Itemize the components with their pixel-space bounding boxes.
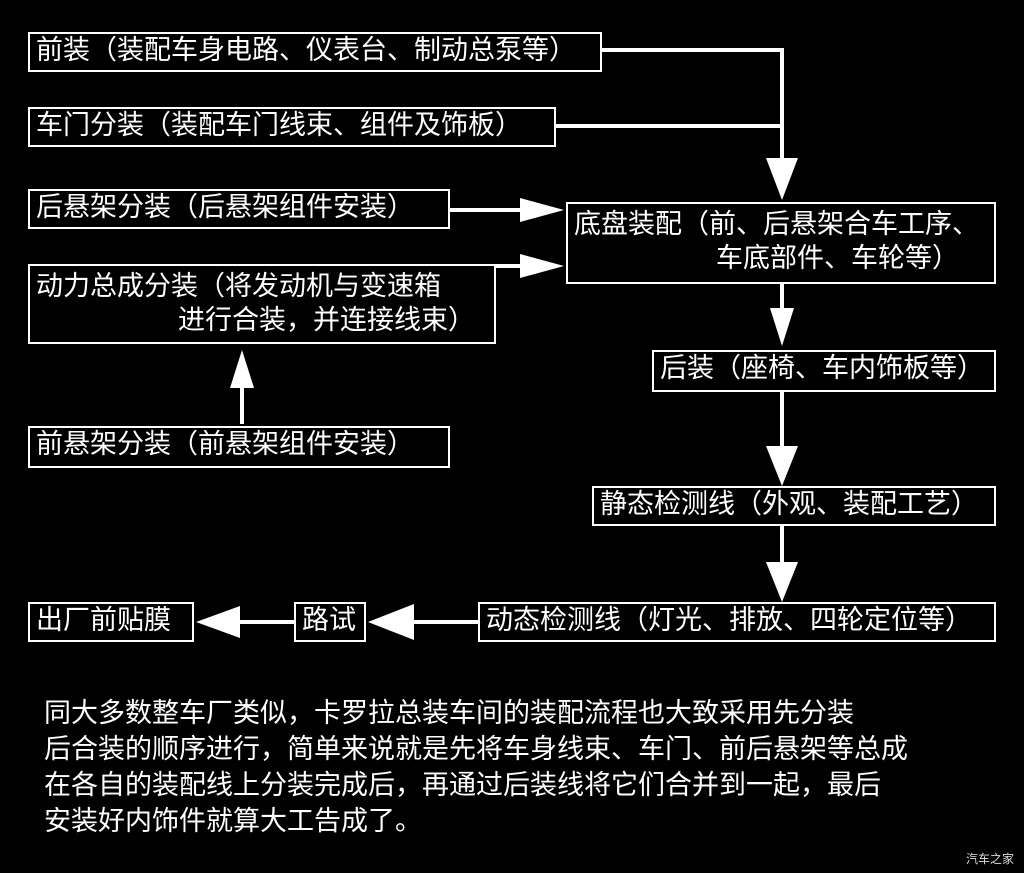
arrowhead-static	[766, 446, 798, 486]
dynamic-inspection-box: 动态检测线（灯光、排放、四轮定位等）	[478, 602, 996, 642]
road-test-box: 路试	[294, 602, 366, 642]
pre-delivery-film-label: 出厂前贴膜	[36, 605, 171, 636]
rear-suspension-subassembly-box: 后悬架分装（后悬架组件安装）	[28, 189, 450, 229]
front-assembly-box: 前装（装配车身电路、仪表台、制动总泵等）	[28, 32, 602, 72]
door-subassembly-label: 车门分装（装配车门线束、组件及饰板）	[36, 110, 522, 141]
arrow-front-to-chassis	[600, 48, 784, 172]
dynamic-inspection-label: 动态检测线（灯光、排放、四轮定位等）	[486, 605, 972, 636]
caption-line: 同大多数整车厂类似，卡罗拉总装车间的装配流程也大致采用先分装	[44, 698, 854, 729]
chassis-assembly-box: 底盘装配（前、后悬架合车工序、 车底部件、车轮等）	[566, 202, 996, 284]
powertrain-subassembly-box: 动力总成分装（将发动机与变速箱 进行合装，并连接线束）	[28, 264, 496, 344]
arrowhead-dynamic	[766, 562, 798, 602]
powertrain-subassembly-label-line1: 动力总成分装（将发动机与变速箱	[36, 271, 441, 302]
rear-assembly-label: 后装（座椅、车内饰板等）	[660, 353, 984, 384]
door-subassembly-box: 车门分装（装配车门线束、组件及饰板）	[28, 107, 556, 147]
caption-line: 安装好内饰件就算大工告成了。	[44, 806, 422, 837]
arrowhead-chassis-top	[766, 158, 798, 200]
caption-line: 在各自的装配线上分装完成后，再通过后装线将它们合并到一起，最后	[44, 770, 881, 801]
road-test-label: 路试	[302, 605, 356, 636]
caption-line: 后合装的顺序进行，简单来说就是先将车身线束、车门、前后悬架等总成	[44, 734, 908, 765]
front-suspension-subassembly-label: 前悬架分装（前悬架组件安装）	[36, 429, 414, 460]
chassis-assembly-label-line2: 车底部件、车轮等）	[716, 243, 959, 274]
pre-delivery-film-box: 出厂前贴膜	[28, 602, 194, 642]
watermark: 汽车之家	[965, 852, 1014, 866]
arrowhead-road	[368, 604, 414, 640]
arrowhead-powertrain-bottom	[230, 350, 254, 388]
rear-assembly-box: 后装（座椅、车内饰板等）	[652, 350, 996, 392]
front-assembly-label: 前装（装配车身电路、仪表台、制动总泵等）	[36, 35, 576, 66]
arrowhead-rear-assembly	[770, 308, 794, 346]
front-suspension-subassembly-box: 前悬架分装（前悬架组件安装）	[28, 426, 450, 468]
powertrain-subassembly-label-line2: 进行合装，并连接线束）	[178, 305, 475, 336]
arrowhead-powertrain	[520, 254, 564, 278]
caption-paragraph: 同大多数整车厂类似，卡罗拉总装车间的装配流程也大致采用先分装 后合装的顺序进行，…	[44, 696, 1004, 840]
arrowhead-film	[196, 606, 240, 638]
arrowhead-rear-susp	[520, 198, 564, 222]
static-inspection-box: 静态检测线（外观、装配工艺）	[592, 486, 996, 526]
rear-suspension-subassembly-label: 后悬架分装（后悬架组件安装）	[36, 192, 414, 223]
static-inspection-label: 静态检测线（外观、装配工艺）	[600, 489, 978, 520]
chassis-assembly-label-line1: 底盘装配（前、后悬架合车工序、	[574, 209, 979, 240]
